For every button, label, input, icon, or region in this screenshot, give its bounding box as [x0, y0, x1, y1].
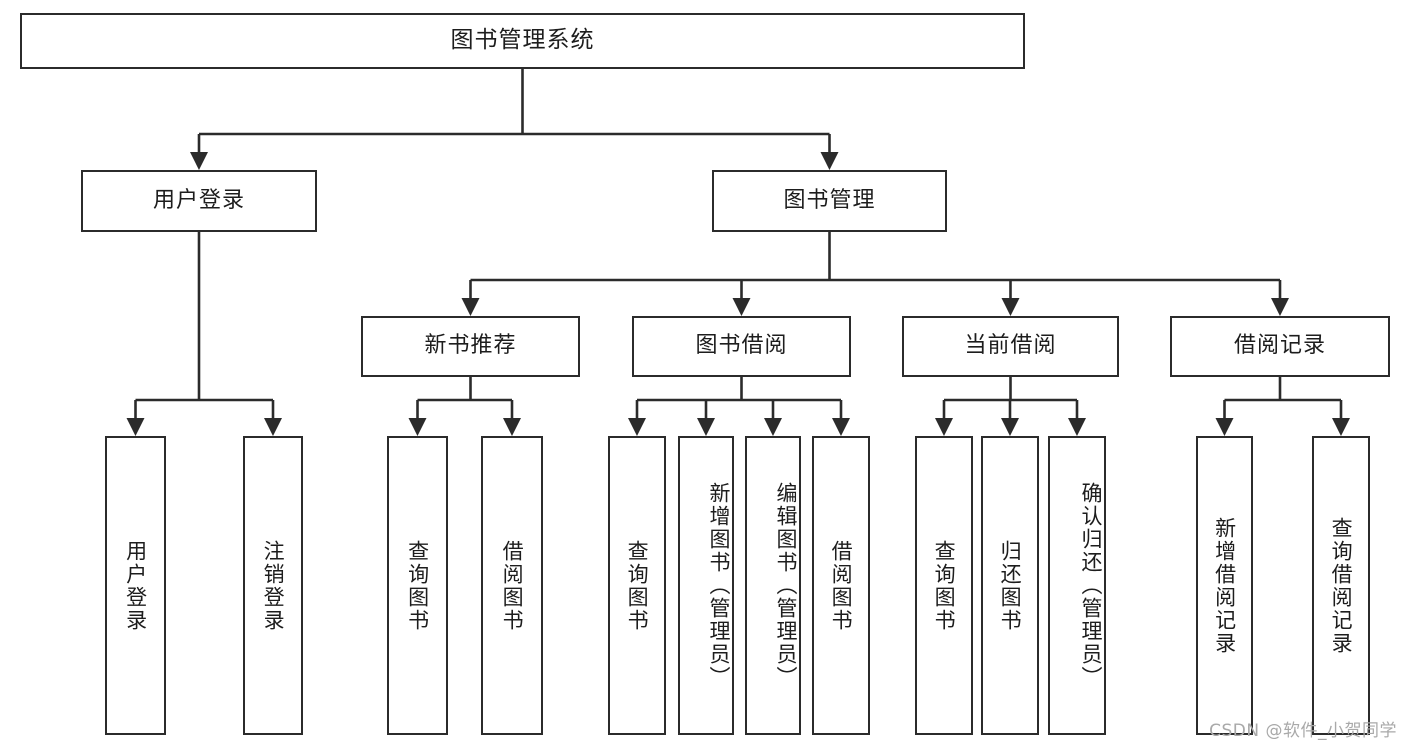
node-book-management[interactable]: 图书管理 — [712, 170, 947, 232]
node-borrow-record-label: 借阅记录 — [1233, 333, 1326, 359]
node-new-book-recommendation[interactable]: 新书推荐 — [361, 316, 580, 377]
node-book-borrowing-label: 图书借阅 — [695, 333, 788, 359]
leaf-return-book-label: 归还图书 — [998, 539, 1023, 632]
leaf-confirm-return[interactable]: 确认归还（管理员） — [1048, 436, 1106, 735]
leaf-query-book-borrowing[interactable]: 查询图书 — [608, 436, 666, 735]
csdn-watermark: CSDN @软件_小贺同学 — [1209, 721, 1397, 741]
leaf-borrow-book-borrowing[interactable]: 借阅图书 — [812, 436, 870, 735]
leaf-edit-book[interactable]: 编辑图书（管理员） — [745, 436, 801, 735]
leaf-add-book-label: 新增图书（管理员） — [707, 482, 731, 689]
leaf-add-borrow-record[interactable]: 新增借阅记录 — [1196, 436, 1253, 735]
node-user-login[interactable]: 用户登录 — [81, 170, 317, 232]
leaf-query-borrow-record-label: 查询借阅记录 — [1329, 516, 1354, 655]
node-new-book-recommendation-label: 新书推荐 — [424, 333, 517, 359]
node-current-borrowing[interactable]: 当前借阅 — [902, 316, 1119, 377]
leaf-borrow-book-borrowing-label: 借阅图书 — [829, 539, 854, 632]
leaf-user-login-label: 用户登录 — [123, 539, 148, 632]
node-book-management-label: 图书管理 — [783, 187, 876, 213]
leaf-borrow-book-recommend[interactable]: 借阅图书 — [481, 436, 543, 735]
node-user-login-label: 用户登录 — [152, 187, 245, 213]
leaf-borrow-book-recommend-label: 借阅图书 — [500, 539, 525, 632]
leaf-query-book-current[interactable]: 查询图书 — [915, 436, 973, 735]
leaf-query-book-recommend-label: 查询图书 — [405, 539, 430, 632]
node-root-label: 图书管理系统 — [450, 27, 595, 54]
leaf-query-borrow-record[interactable]: 查询借阅记录 — [1312, 436, 1370, 735]
leaf-return-book[interactable]: 归还图书 — [981, 436, 1039, 735]
leaf-edit-book-label: 编辑图书（管理员） — [774, 482, 798, 689]
leaf-add-book[interactable]: 新增图书（管理员） — [678, 436, 734, 735]
leaf-user-logout[interactable]: 注销登录 — [243, 436, 303, 735]
node-current-borrowing-label: 当前借阅 — [964, 333, 1057, 359]
node-book-borrowing[interactable]: 图书借阅 — [632, 316, 851, 377]
leaf-query-book-recommend[interactable]: 查询图书 — [387, 436, 448, 735]
node-borrow-record[interactable]: 借阅记录 — [1170, 316, 1390, 377]
leaf-user-login[interactable]: 用户登录 — [105, 436, 166, 735]
node-root[interactable]: 图书管理系统 — [20, 13, 1025, 69]
leaf-query-book-borrowing-label: 查询图书 — [625, 539, 650, 632]
leaf-user-logout-label: 注销登录 — [261, 539, 286, 632]
leaf-confirm-return-label: 确认归还（管理员） — [1079, 482, 1103, 689]
leaf-query-book-current-label: 查询图书 — [932, 539, 957, 632]
leaf-add-borrow-record-label: 新增借阅记录 — [1212, 516, 1237, 655]
